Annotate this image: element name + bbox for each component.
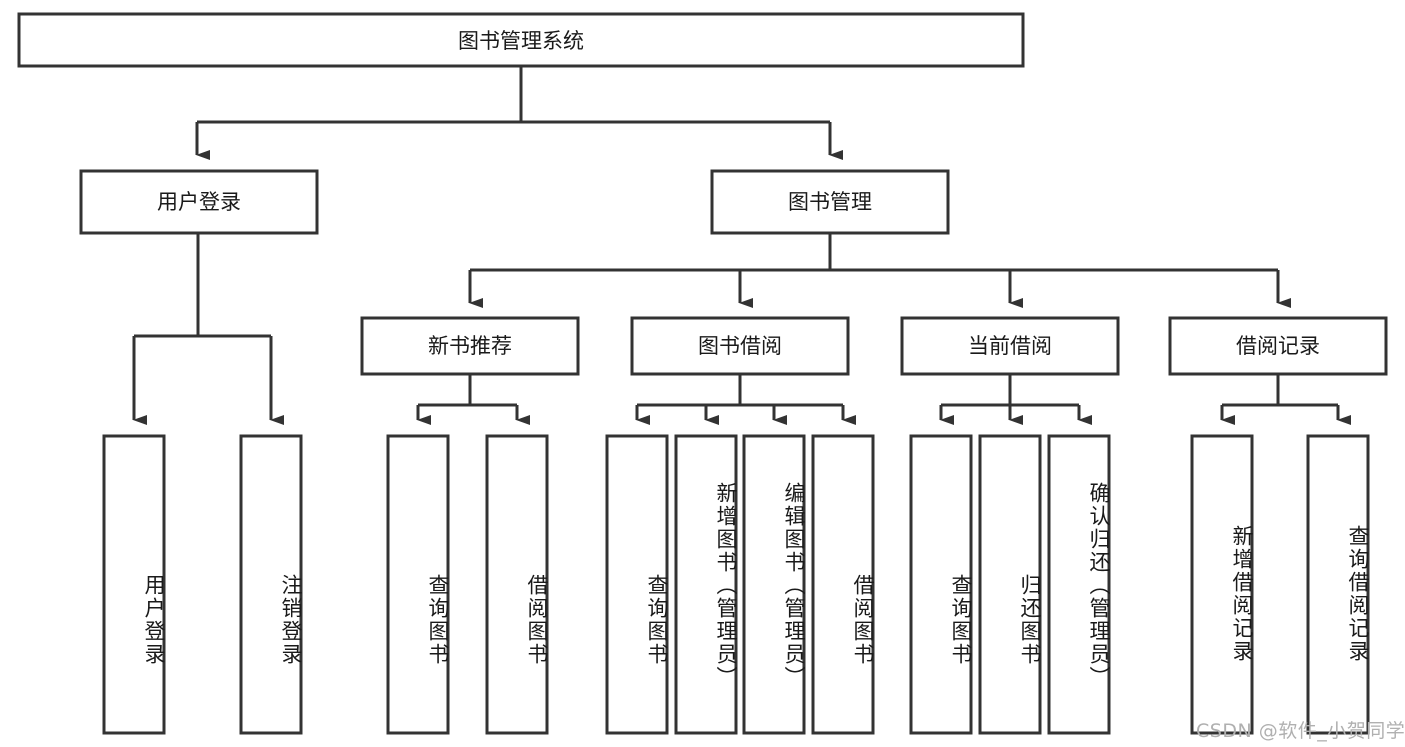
node-leaf4-box[interactable] [485,434,549,735]
node-borrow[interactable]: 图书借阅 [630,316,850,376]
connectors-layer [132,66,1351,425]
node-records-label: 借阅记录 [1236,334,1320,358]
node-leaf6-box[interactable] [674,434,738,735]
node-newbook-box[interactable] [360,316,580,376]
node-login-label: 用户登录 [157,190,241,214]
node-newbook-label: 新书推荐 [428,334,512,358]
node-current-label: 当前借阅 [968,334,1052,358]
node-leaf2-box[interactable] [239,434,303,735]
node-login[interactable]: 用户登录 [79,169,319,235]
node-leaf7-box[interactable] [742,434,806,735]
node-leaf1-box[interactable] [102,434,166,735]
node-newbook[interactable]: 新书推荐 [360,316,580,376]
node-current-box[interactable] [900,316,1120,376]
node-leaf12-box[interactable] [1190,434,1254,735]
node-leaf13-box[interactable] [1306,434,1370,735]
node-leaf11-box[interactable] [1047,434,1111,735]
node-root-box[interactable] [17,12,1025,68]
node-leaf8-box[interactable] [811,434,875,735]
node-records-box[interactable] [1168,316,1388,376]
node-bookmgmt-box[interactable] [710,169,950,235]
node-leaf10-box[interactable] [978,434,1042,735]
node-leaf5-box[interactable] [605,434,669,735]
nodes-layer: 图书管理系统 用户登录 图书管理 新书推荐 图书借阅 [17,12,1388,735]
node-bookmgmt-label: 图书管理 [788,190,872,214]
csdn-watermark: CSDN @软件_小贺同学 [1196,720,1405,742]
node-borrow-label: 图书借阅 [698,334,782,358]
node-root-label: 图书管理系统 [458,29,584,53]
node-current[interactable]: 当前借阅 [900,316,1120,376]
node-leaf9-box[interactable] [909,434,973,735]
node-records[interactable]: 借阅记录 [1168,316,1388,376]
node-leaf3-box[interactable] [386,434,450,735]
node-borrow-box[interactable] [630,316,850,376]
node-login-box[interactable] [79,169,319,235]
node-root[interactable]: 图书管理系统 [17,12,1025,68]
node-bookmgmt[interactable]: 图书管理 [710,169,950,235]
